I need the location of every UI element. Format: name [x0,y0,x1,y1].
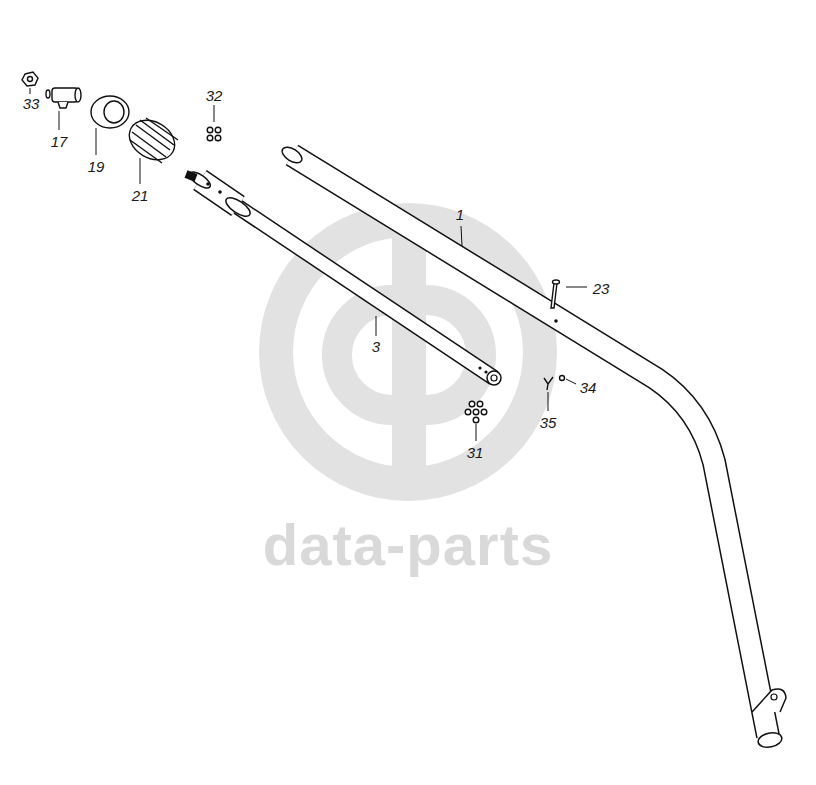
callout-number: 17 [51,134,68,149]
callout-number: 19 [88,159,105,174]
tube [279,144,786,749]
callout-number: 1 [456,207,464,222]
callout-number: 31 [467,445,484,460]
callout-number: 34 [580,380,597,395]
shaft [186,169,501,385]
callout-number: 3 [372,339,380,354]
callout-number: 32 [206,88,223,103]
callout-number: 21 [132,188,149,203]
callout-number: 33 [23,96,40,111]
callout-number: 23 [593,281,610,296]
leader-lines [30,88,587,441]
callout-number: 35 [540,415,557,430]
watermark: data-parts [263,516,553,574]
small-parts [22,72,565,423]
